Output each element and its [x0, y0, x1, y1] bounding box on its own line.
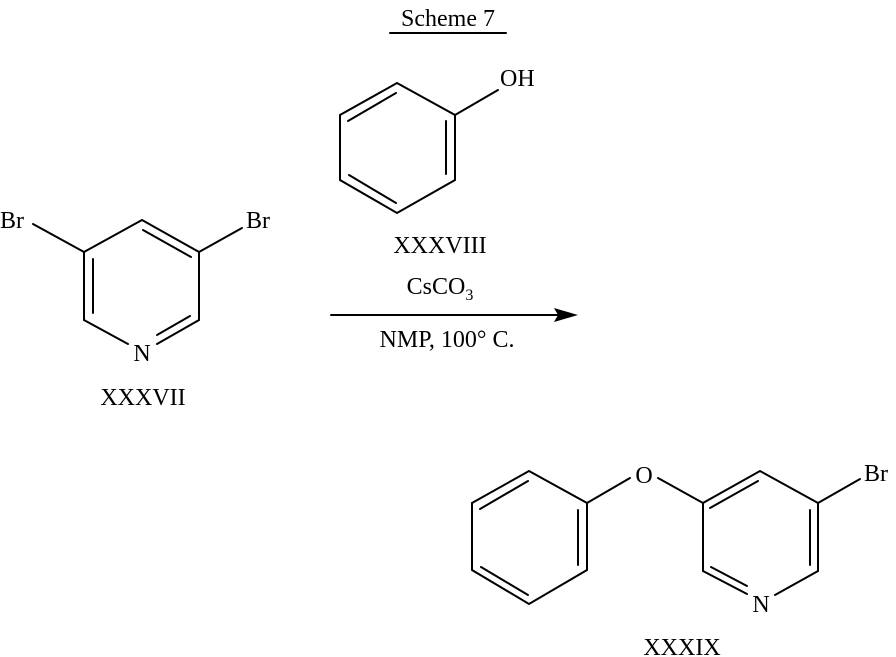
atom-oh: OH — [500, 66, 535, 92]
product-label: XXXIX — [643, 635, 720, 657]
dibromopyridine-structure: Br Br N — [0, 208, 270, 367]
atom-br: Br — [864, 461, 888, 487]
atom-br-left: Br — [0, 208, 24, 234]
atom-o: O — [635, 463, 652, 489]
reactant-label: XXXVII — [100, 385, 185, 411]
solvent-temperature: NMP, 100° C. — [380, 327, 515, 353]
base-condition: CsCO3 — [407, 274, 474, 304]
phenol-structure: OH — [340, 66, 535, 213]
atom-br-right: Br — [246, 208, 270, 234]
phenoxy-bromopyridine-structure: O N Br — [472, 461, 888, 618]
scheme-title: Scheme 7 — [401, 6, 495, 32]
atom-n: N — [752, 592, 769, 618]
reagent-label: XXXVIII — [393, 233, 486, 259]
atom-n: N — [133, 341, 150, 367]
